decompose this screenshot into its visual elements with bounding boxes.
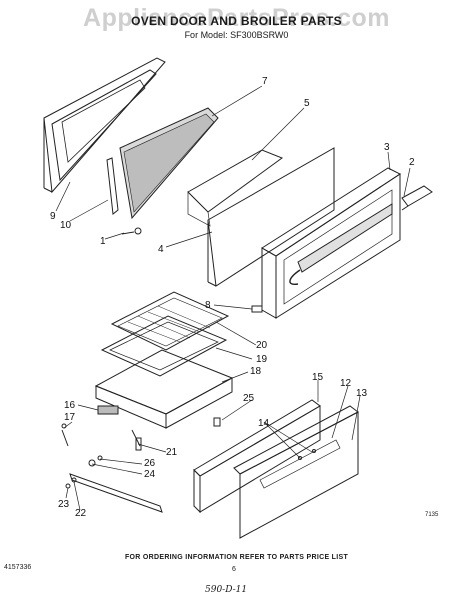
- callout-9: 9: [50, 211, 56, 222]
- clip-part-8: [251, 305, 263, 313]
- callout-14: 14: [258, 418, 270, 429]
- callout-19: 19: [256, 354, 268, 365]
- broiler-grid: [110, 291, 230, 351]
- callout-12: 12: [340, 378, 352, 389]
- callout-3: 3: [384, 142, 390, 153]
- callout-26: 26: [144, 458, 156, 469]
- door-liner: [207, 147, 335, 287]
- drawer-panel: [193, 399, 321, 514]
- ordering-info: FOR ORDERING INFORMATION REFER TO PARTS …: [124, 554, 349, 561]
- callout-10: 10: [60, 220, 72, 231]
- clip-part-25: [213, 417, 221, 427]
- broiler-drawer: [94, 349, 234, 429]
- leader-lines: [55, 85, 411, 511]
- callout-8: 8: [205, 300, 211, 311]
- inner-door-panel: [43, 57, 166, 194]
- door-side-strip: [106, 157, 119, 215]
- insulation-pad: [119, 107, 219, 220]
- callout-2: 2: [409, 157, 415, 168]
- watermark: AppliancePartsPros.com: [83, 4, 390, 32]
- callout-16: 16: [64, 400, 76, 411]
- callout-22: 22: [75, 508, 87, 519]
- door-trim-strip: [401, 185, 433, 211]
- callout-24: 24: [144, 469, 156, 480]
- callout-4: 4: [158, 244, 164, 255]
- page-number: 6: [232, 566, 236, 573]
- callout-15: 15: [312, 372, 324, 383]
- outer-door: [261, 167, 401, 319]
- callout-7: 7: [262, 76, 268, 87]
- screw-part-1: [121, 227, 142, 235]
- callout-25: 25: [243, 393, 255, 404]
- broiler-pan: [100, 315, 228, 377]
- callout-1: 1: [100, 236, 106, 247]
- callout-13: 13: [356, 388, 368, 399]
- door-glass: [187, 149, 284, 227]
- callout-17: 17: [64, 412, 76, 423]
- callout-labels: 1 2 3 4 5 7 8 9 10 12 13 14 15 16 17 18 …: [50, 76, 415, 519]
- model-line: For Model: SF300BSRW0: [184, 30, 289, 40]
- callout-18: 18: [250, 366, 262, 377]
- drawing-code: 7135: [425, 512, 439, 518]
- doc-number: 4157336: [4, 564, 32, 571]
- callout-21: 21: [166, 447, 178, 458]
- callout-23: 23: [58, 499, 70, 510]
- callout-20: 20: [256, 340, 268, 351]
- page-title: OVEN DOOR AND BROILER PARTS: [131, 14, 342, 28]
- callout-5: 5: [304, 98, 310, 109]
- drawer-front: [233, 405, 359, 539]
- handwritten-code: 590-D-11: [205, 585, 248, 595]
